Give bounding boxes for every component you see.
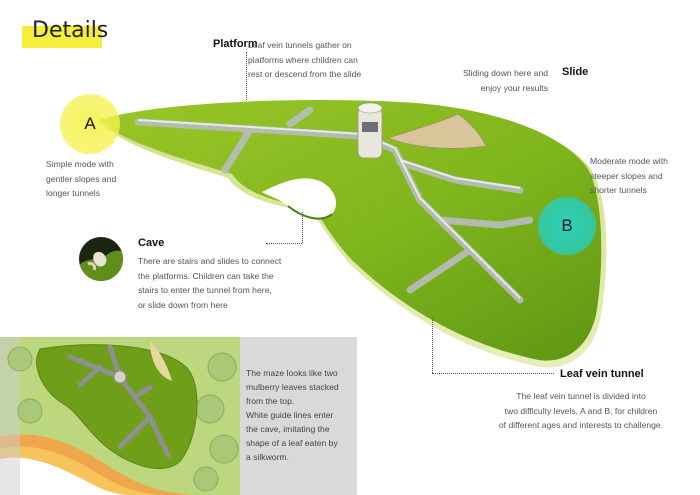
title-highlight: [22, 26, 102, 48]
platform-tower: [357, 107, 383, 159]
page-title: Details: [32, 18, 109, 43]
tunnel-leader-v: [432, 318, 433, 373]
cave-notch: [262, 178, 337, 219]
tunnel-leader-h: [432, 373, 554, 374]
platform-heading: Platform: [213, 38, 258, 50]
mode-b-label: B: [561, 216, 573, 235]
tunnel-heading: Leaf vein tunnel: [560, 368, 644, 380]
mode-a-marker: A: [60, 94, 120, 154]
tunnels: [134, 106, 534, 304]
plan-description: The maze looks like two mulberry leaves …: [246, 368, 339, 462]
mode-a-label: A: [84, 114, 96, 133]
cave-description: There are stairs and slides to connect t…: [138, 256, 282, 310]
slide-description: Sliding down here and enjoy your results: [462, 68, 548, 93]
platform-leader: [246, 52, 247, 100]
slide-canopy: [386, 113, 487, 149]
cave-heading: Cave: [138, 237, 165, 249]
plan-view-image: [0, 337, 240, 495]
platform-description: Leaf vein tunnels gather on platforms wh…: [248, 40, 362, 79]
mode-b-marker: B: [538, 197, 596, 255]
slide-heading: Slide: [562, 66, 589, 78]
cave-leader-h: [266, 243, 302, 244]
mode-a-description: Simple mode with gentler slopes and long…: [46, 159, 117, 198]
tunnel-description: The leaf vein tunnel is divided into two…: [498, 391, 664, 430]
leaf-surface: [98, 100, 602, 361]
mode-b-description: Moderate mode with steeper slopes and sh…: [590, 156, 668, 195]
tunnel-highlights: [137, 119, 521, 299]
cave-photo: [79, 237, 123, 281]
cave-leader-v: [302, 212, 303, 243]
